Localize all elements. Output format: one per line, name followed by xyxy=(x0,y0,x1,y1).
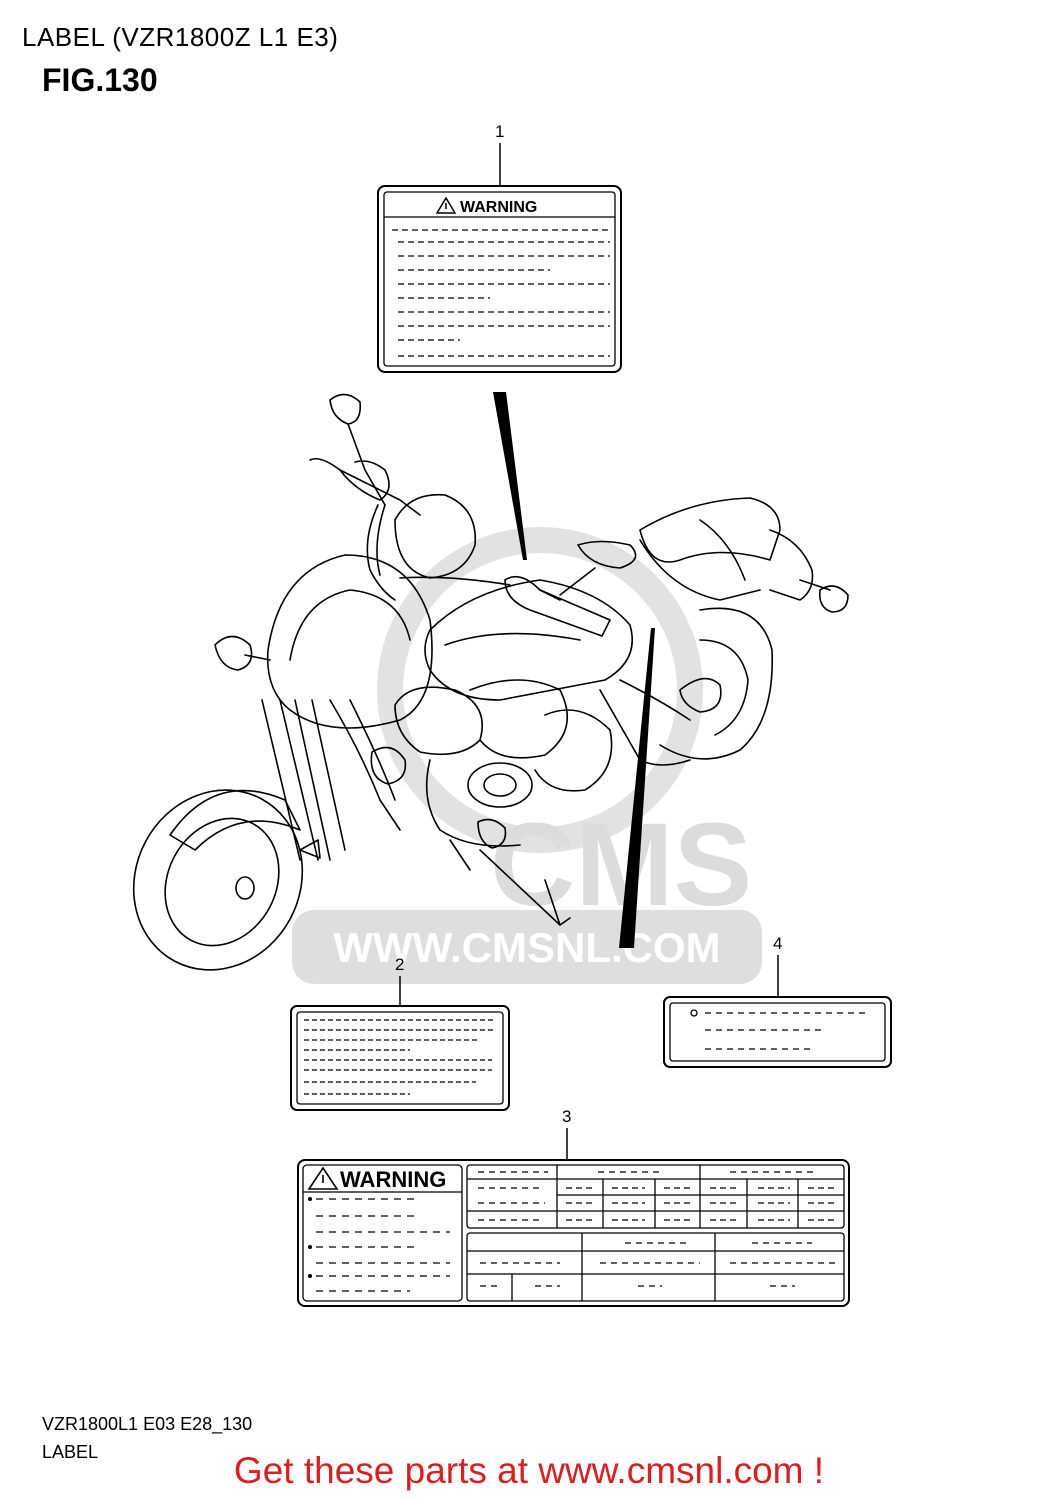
watermark-brand: CMS xyxy=(490,799,752,931)
figure-number: FIG.130 xyxy=(42,62,158,98)
motorcycle-illustration xyxy=(132,393,849,971)
diagram-code: VZR1800L1 E03 E28_130 xyxy=(42,1414,253,1434)
label-1[interactable]: WARNING xyxy=(377,143,622,373)
leader-wedge-1 xyxy=(493,392,527,560)
promo-link[interactable]: Get these parts at www.cmsnl.com ! xyxy=(233,1450,825,1491)
label-3-heading: WARNING xyxy=(340,1167,446,1192)
callout-1: 1 xyxy=(495,122,505,141)
callout-2: 2 xyxy=(395,955,405,974)
page-title: LABEL (VZR1800Z L1 E3) xyxy=(22,22,339,52)
watermark-url: WWW.CMSNL.COM xyxy=(333,924,720,971)
label-3[interactable]: WARNING xyxy=(297,1128,850,1307)
label-4[interactable] xyxy=(663,955,892,1068)
callout-4: 4 xyxy=(773,934,783,953)
leader-wedge-3 xyxy=(619,628,655,948)
diagram-name: LABEL xyxy=(42,1442,99,1462)
callout-3: 3 xyxy=(562,1107,572,1126)
warning-triangle-icon xyxy=(435,196,457,214)
watermark: CMS WWW.CMSNL.COM xyxy=(292,527,762,984)
label-2[interactable] xyxy=(290,976,510,1111)
label-1-heading: WARNING xyxy=(460,199,537,216)
warning-triangle-icon xyxy=(307,1166,339,1190)
